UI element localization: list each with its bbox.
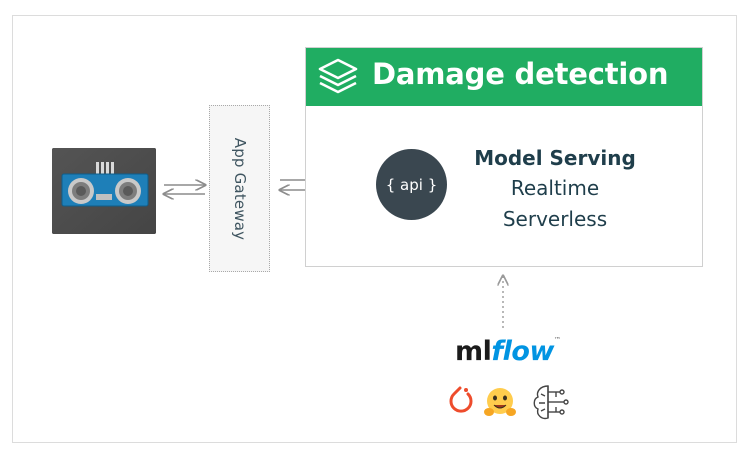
- realtime-label: Realtime: [510, 176, 600, 200]
- mlflow-logo: mlflow™: [455, 336, 561, 370]
- model-serving-block: Model Serving Realtime Serverless: [466, 144, 644, 235]
- card-header: Damage detection: [306, 48, 702, 106]
- app-gateway-label: App Gateway: [230, 137, 249, 240]
- damage-detection-card: Damage detection { api } Model Serving R…: [305, 47, 703, 267]
- brain-network-icon: [533, 385, 569, 420]
- serverless-label: Serverless: [502, 207, 608, 231]
- framework-icons: [449, 385, 569, 420]
- mlflow-logo-tm: ™: [553, 336, 561, 344]
- model-serving-title: Model Serving: [474, 146, 636, 170]
- app-gateway-box: App Gateway: [209, 105, 270, 272]
- ultrasonic-sensor-photo: [52, 148, 156, 234]
- pytorch-icon: [449, 386, 473, 413]
- mlflow-logo-ml: ml: [455, 336, 492, 367]
- api-label: { api }: [385, 175, 438, 194]
- huggingface-icon: [484, 388, 516, 416]
- api-icon: { api }: [376, 149, 447, 220]
- layers-icon: [318, 58, 358, 94]
- mlflow-logo-flow: flow: [491, 336, 554, 367]
- card-title: Damage detection: [372, 57, 669, 91]
